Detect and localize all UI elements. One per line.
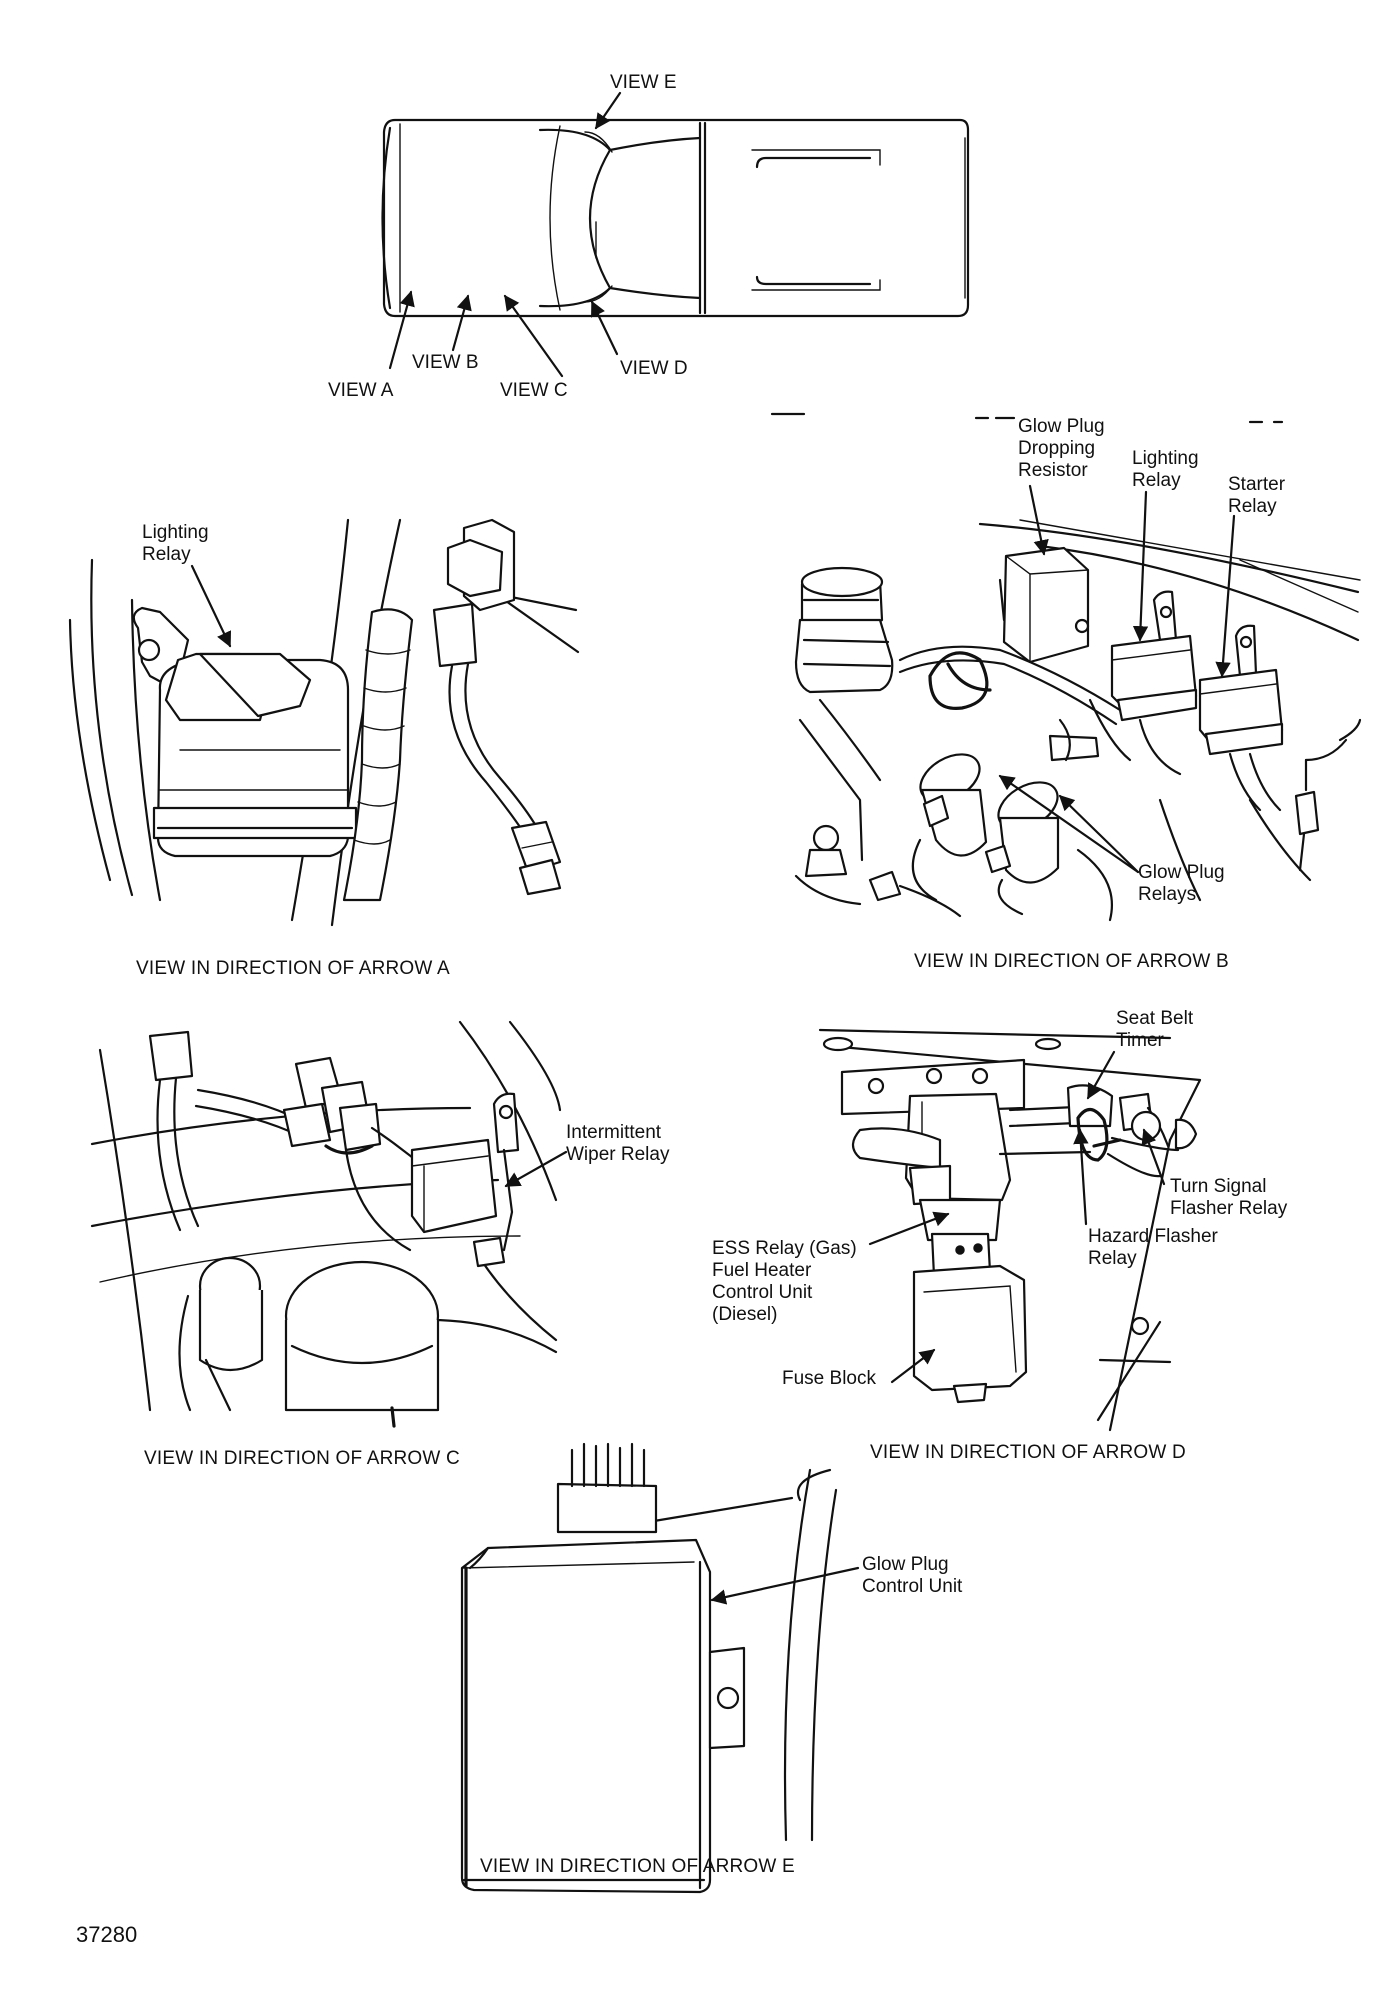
caption-arrow-e: VIEW IN DIRECTION OF ARROW E xyxy=(480,1856,795,1877)
panel-c-illustration xyxy=(90,1020,568,1428)
label-intermittent-wiper-relay: Intermittent Wiper Relay xyxy=(566,1122,670,1165)
label-view-c: VIEW C xyxy=(500,380,568,401)
label-ess-relay: ESS Relay (Gas) Fuel Heater Control Unit… xyxy=(712,1238,857,1325)
label-glow-plug-control-unit: Glow Plug Control Unit xyxy=(862,1554,963,1597)
label-lighting-relay-a: Lighting Relay xyxy=(142,522,209,565)
label-view-a: VIEW A xyxy=(328,380,394,401)
truck-top-view xyxy=(381,91,970,378)
panel-b-illustration xyxy=(770,412,1362,922)
caption-arrow-b: VIEW IN DIRECTION OF ARROW B xyxy=(914,951,1229,972)
label-view-d: VIEW D xyxy=(620,358,688,379)
panel-e-illustration xyxy=(460,1442,860,1894)
label-view-e: VIEW E xyxy=(610,72,677,93)
label-glow-plug-relays: Glow Plug Relays xyxy=(1138,862,1225,905)
label-fuse-block: Fuse Block xyxy=(782,1368,876,1389)
caption-arrow-a: VIEW IN DIRECTION OF ARROW A xyxy=(136,958,450,979)
label-starter-relay: Starter Relay xyxy=(1228,474,1286,517)
figure-number: 37280 xyxy=(76,1922,138,1947)
label-lighting-relay-b: Lighting Relay xyxy=(1132,448,1199,491)
label-hazard-flasher-relay: Hazard Flasher Relay xyxy=(1088,1226,1218,1269)
panel-d-illustration xyxy=(818,1028,1202,1432)
label-turn-signal-flasher-relay: Turn Signal Flasher Relay xyxy=(1170,1176,1288,1219)
panel-a-illustration xyxy=(68,518,580,927)
caption-arrow-d: VIEW IN DIRECTION OF ARROW D xyxy=(870,1442,1186,1463)
label-seat-belt-timer: Seat Belt Timer xyxy=(1116,1008,1194,1051)
caption-arrow-c: VIEW IN DIRECTION OF ARROW C xyxy=(144,1448,460,1469)
label-view-b: VIEW B xyxy=(412,352,479,373)
label-glow-plug-dropping-resistor: Glow Plug Dropping Resistor xyxy=(1018,416,1105,481)
